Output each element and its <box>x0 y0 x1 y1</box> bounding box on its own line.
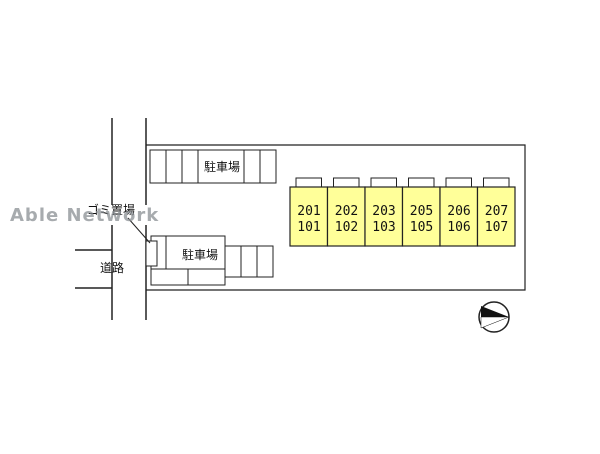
unit-upper-number: 206 <box>447 204 471 219</box>
parking-bottom-label: 駐車場 <box>182 248 219 262</box>
parking-bottom-label-bg <box>178 244 224 262</box>
unit-lower-number: 107 <box>484 220 509 235</box>
building-units <box>289 177 516 247</box>
unit-balcony <box>295 177 322 188</box>
unit-upper-number: 207 <box>484 204 509 219</box>
unit-upper-number: 205 <box>409 204 434 219</box>
unit-lower-number: 102 <box>334 220 359 235</box>
unit-block <box>364 186 404 247</box>
parking-bottom-right-outline <box>224 245 274 278</box>
parking-top-label-bg <box>199 156 243 174</box>
unit-balcony <box>445 177 472 188</box>
garbage-area <box>145 240 158 267</box>
road-label: 道路 <box>100 261 125 275</box>
garbage-label: ゴミ置場 <box>87 203 136 217</box>
unit-lower-number: 105 <box>409 220 434 235</box>
unit-lower-number: 101 <box>297 220 321 235</box>
unit-upper-number: 203 <box>372 204 396 219</box>
parking-bottom <box>150 235 274 286</box>
watermark-text: Able Network <box>10 205 160 226</box>
unit-upper-number: 202 <box>334 204 359 219</box>
unit-lower-number: 103 <box>372 220 396 235</box>
unit-block <box>326 186 366 247</box>
site-boundary <box>146 144 526 291</box>
garbage-leader-line <box>127 217 151 244</box>
parking-top <box>149 149 277 184</box>
unit-upper-number: 201 <box>297 204 321 219</box>
unit-block <box>439 186 479 247</box>
unit-block <box>289 186 329 247</box>
unit-lower-number: 106 <box>447 220 471 235</box>
unit-balcony <box>483 177 510 188</box>
unit-balcony <box>333 177 360 188</box>
unit-block <box>476 186 516 247</box>
parking-top-label: 駐車場 <box>204 160 241 174</box>
unit-balcony <box>408 177 435 188</box>
unit-balcony <box>370 177 397 188</box>
north-arrow-icon <box>478 301 510 333</box>
